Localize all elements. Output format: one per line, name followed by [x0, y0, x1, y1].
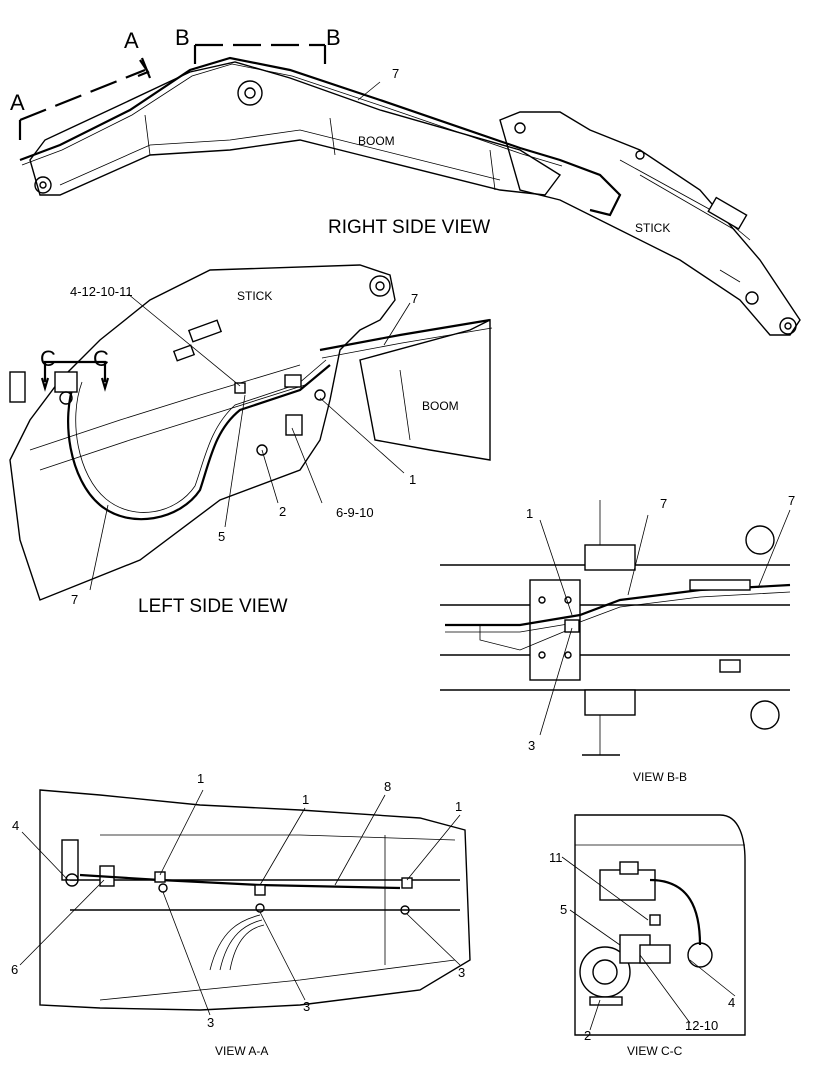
callout-ls-5: 5 — [218, 529, 225, 544]
view-aa-title: VIEW A-A — [215, 1044, 268, 1058]
callout-bb-1: 1 — [526, 506, 533, 521]
callout-aa-3-b: 3 — [303, 999, 310, 1014]
callout-ls-2: 2 — [279, 504, 286, 519]
section-c-label-right: C — [93, 346, 109, 371]
callout-aa-1-c: 1 — [455, 799, 462, 814]
view-bb-title: VIEW B-B — [633, 770, 687, 784]
view-cc-title: VIEW C-C — [627, 1044, 683, 1058]
left-boom-outline — [359, 318, 491, 461]
section-b-label-left: B — [175, 25, 190, 50]
callout-ls-7-bottom: 7 — [71, 592, 78, 607]
callout-aa-4: 4 — [12, 818, 19, 833]
hose-cc — [649, 878, 702, 946]
left-side-view — [9, 264, 493, 601]
hose-loop-left — [67, 364, 331, 521]
stick-outline — [499, 111, 801, 336]
right-side-view — [18, 43, 801, 336]
section-a-label-top: A — [124, 28, 139, 53]
callout-cc-4: 4 — [728, 995, 735, 1010]
callout-cc-12-10: 12-10 — [685, 1018, 718, 1033]
callout-bb-7-right: 7 — [788, 493, 795, 508]
callout-aa-6: 6 — [11, 962, 18, 977]
section-marker-cc — [9, 360, 110, 405]
callout-aa-3-c: 3 — [458, 965, 465, 980]
callout-bb-7-left: 7 — [660, 496, 667, 511]
hose-line-left — [319, 318, 491, 352]
callout-cc-11: 11 — [549, 850, 563, 865]
view-aa-outline — [39, 789, 471, 1011]
boom-label-left: BOOM — [422, 399, 459, 413]
callout-cc-2: 2 — [584, 1028, 591, 1043]
callout-aa-3-a: 3 — [207, 1015, 214, 1030]
section-c-label-left: C — [40, 346, 56, 371]
section-line-aa — [19, 68, 146, 122]
callout-cc-5: 5 — [560, 902, 567, 917]
section-a-label-left: A — [10, 90, 25, 115]
callout-aa-1-b: 1 — [302, 792, 309, 807]
hose-line-right — [19, 56, 622, 217]
callout-aa-1-a: 1 — [197, 771, 204, 786]
stick-label-right: STICK — [635, 221, 670, 235]
view-aa — [19, 789, 471, 1016]
callout-ls-4-12-10-11: 4-12-10-11 — [70, 284, 133, 299]
stick-label-left: STICK — [237, 289, 272, 303]
callout-ls-6-9-10: 6-9-10 — [336, 505, 374, 520]
callout-bb-3: 3 — [528, 738, 535, 753]
callout-aa-8: 8 — [384, 779, 391, 794]
boom-label-right: BOOM — [358, 134, 395, 148]
callout-ls-7-top: 7 — [411, 291, 418, 306]
section-b-label-right: B — [326, 25, 341, 50]
callout-rs-7: 7 — [392, 66, 399, 81]
right-side-view-title: RIGHT SIDE VIEW — [328, 217, 490, 238]
view-cc — [561, 814, 746, 1036]
left-side-view-title: LEFT SIDE VIEW — [138, 596, 288, 617]
hose-line-aa — [79, 873, 401, 890]
callout-ls-1: 1 — [409, 472, 416, 487]
view-bb — [440, 500, 791, 756]
